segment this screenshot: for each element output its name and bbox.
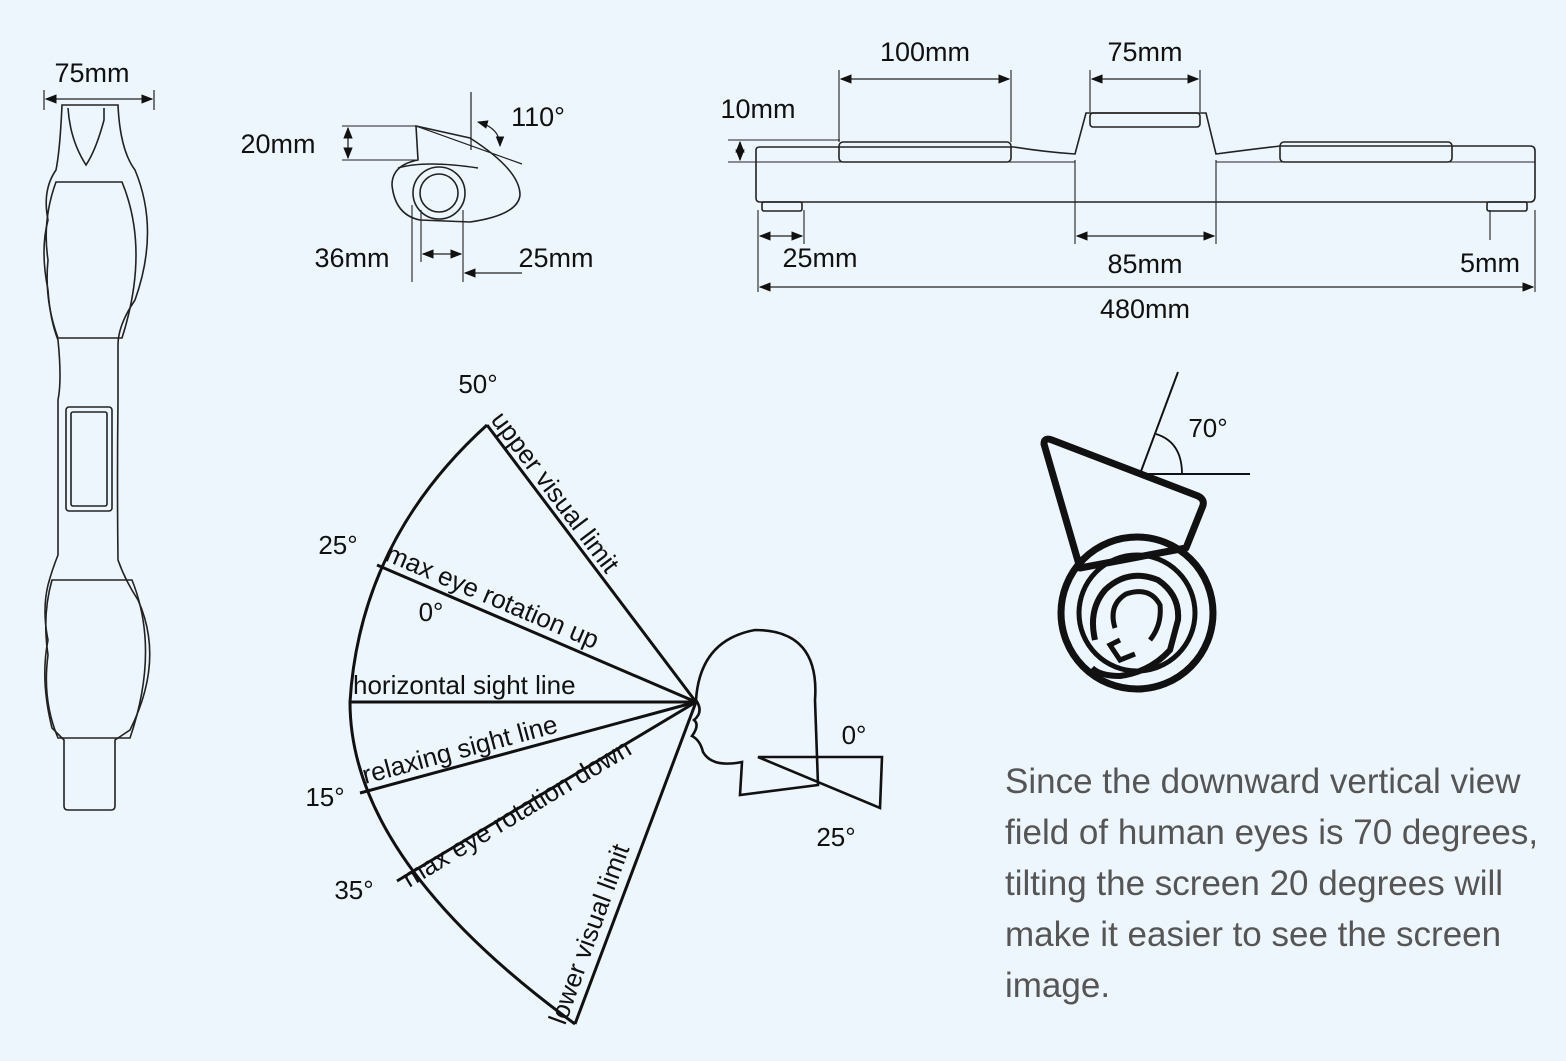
sight-fan	[348, 423, 698, 1026]
front-thickness-label: 10mm	[720, 94, 795, 124]
eye-down-angle-label: 35°	[334, 875, 373, 905]
front-right-foot-label: 5mm	[1460, 248, 1520, 278]
horizontal-sight-line-label: horizontal sight line	[353, 670, 576, 700]
side-height-label: 20mm	[240, 129, 315, 159]
relaxing-angle-label: 15°	[305, 782, 344, 812]
side-depth-label: 36mm	[314, 243, 389, 273]
lower-visual-limit-label: lower visual limit	[542, 839, 635, 1028]
relaxing-sight-line-label: relaxing sight line	[359, 709, 561, 790]
front-view-outline	[728, 70, 1536, 292]
side-angle-label: 110°	[511, 102, 565, 132]
front-left-pad-label: 100mm	[880, 37, 970, 67]
front-total-length-label: 480mm	[1100, 294, 1190, 324]
front-foot-label: 25mm	[782, 243, 857, 273]
head-tilt-angle-label: 25°	[816, 822, 855, 852]
side-offset-label: 25mm	[518, 243, 593, 273]
max-eye-rotation-up-label: max eye rotation up	[382, 538, 604, 655]
upper-limit-angle-label: 50°	[458, 369, 497, 399]
top-view-outline	[43, 90, 155, 811]
eye-up-angle-label: 25°	[318, 530, 357, 560]
front-center-pad-label: 75mm	[1107, 37, 1182, 67]
upper-visual-limit-label: upper visual limit	[485, 406, 626, 579]
horizontal-angle-label: 0°	[419, 597, 444, 627]
head-profile-icon	[690, 628, 884, 810]
front-center-base-label: 85mm	[1107, 249, 1182, 279]
head-level-angle-label: 0°	[842, 720, 867, 750]
top-width-label: 75mm	[54, 58, 129, 88]
tilt-angle-label: 70°	[1188, 413, 1227, 443]
explanation-caption: Since the downward vertical view field o…	[1005, 762, 1539, 1005]
side-view-outline	[342, 92, 523, 282]
tilt-diagram	[1040, 371, 1250, 693]
